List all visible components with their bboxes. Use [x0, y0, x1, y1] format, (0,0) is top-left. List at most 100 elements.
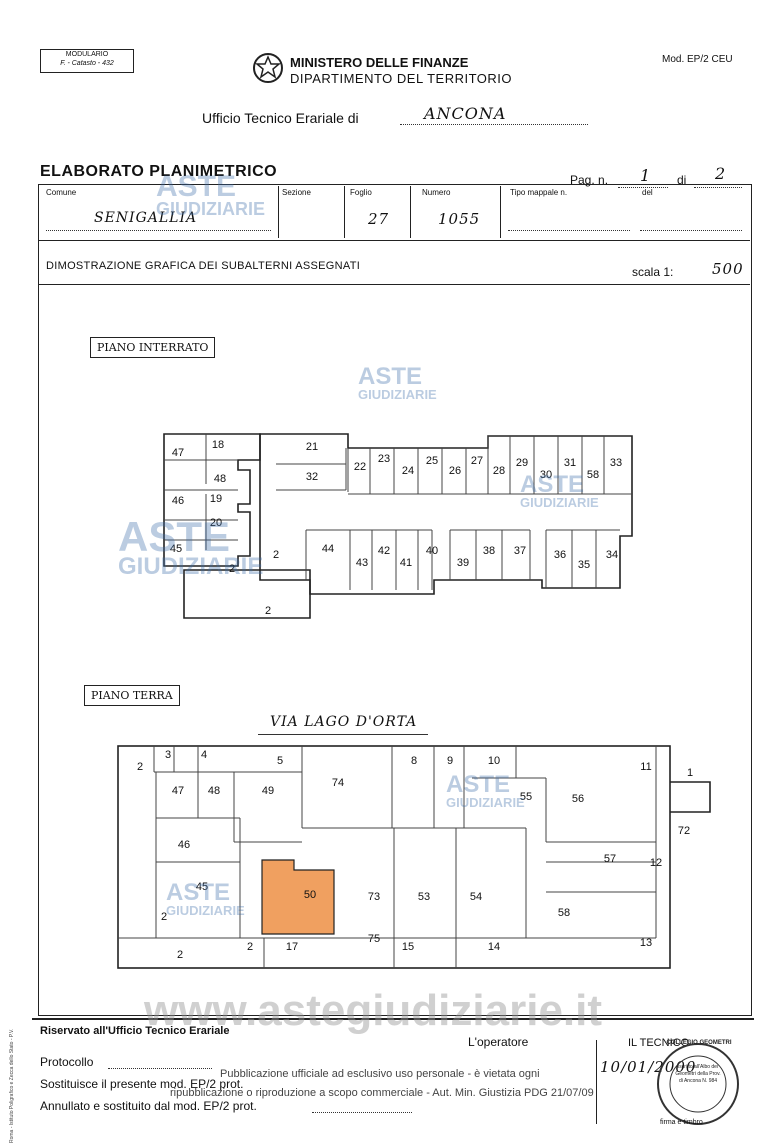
page-total: 2 [715, 164, 727, 183]
office-line [400, 124, 588, 125]
unit-label: 46 [172, 495, 184, 507]
unit-label: 4 [201, 749, 207, 761]
unit-label: 24 [402, 465, 414, 477]
reserved-label: Riservato all'Ufficio Tecnico Erariale [40, 1025, 230, 1037]
watermark-aste-text: ASTE [446, 771, 511, 798]
page-value: 1 [640, 166, 652, 185]
demo-bottom-line [38, 284, 750, 285]
watermark-giudiziarie-text: GIUDIZIARIE [118, 553, 264, 580]
numero-label: Numero [422, 188, 451, 197]
stamp-ring-text: COLLEGIO GEOMETRI [666, 1040, 732, 1046]
watermark-giudiziarie-text: GIUDIZIARIE [446, 795, 525, 810]
unit-label: 54 [470, 891, 482, 903]
unit-label: 56 [572, 793, 584, 805]
unit-label: 18 [212, 439, 224, 451]
scale-label: scala 1: [632, 265, 674, 279]
watermark-aste: ASTE GIUDIZIARIE [358, 363, 437, 404]
unit-label: 29 [516, 457, 528, 469]
del-label: del [642, 188, 653, 197]
unit-label: 44 [322, 543, 334, 555]
unit-label: 9 [447, 755, 453, 767]
unit-label: 33 [610, 457, 622, 469]
unit-label: 49 [262, 785, 274, 797]
operator-label: L'operatore [468, 1035, 529, 1049]
unit-label: 37 [514, 545, 526, 557]
sezione-label: Sezione [282, 188, 311, 197]
page-label: Pag. n. [570, 173, 609, 187]
tipo-line [508, 230, 630, 231]
main-frame [38, 184, 752, 1016]
unit-label: 47 [172, 447, 184, 459]
unit-label: 34 [606, 549, 618, 561]
plan-interrato-label-text: PIANO INTERRATO [97, 341, 209, 354]
highlighted-unit [261, 859, 335, 935]
foglio-label: Foglio [350, 188, 372, 197]
page-total-line [694, 187, 742, 188]
watermark-aste: ASTE GIUDIZIARIE [166, 881, 245, 920]
divider-2 [344, 186, 345, 238]
footer-col-divider [596, 1040, 597, 1124]
unit-label: 36 [554, 549, 566, 561]
unit-label: 28 [493, 465, 505, 477]
unit-label: 46 [178, 839, 190, 851]
unit-label: 3 [165, 749, 171, 761]
unit-label: 58 [587, 469, 599, 481]
watermark-aste-text: ASTE [520, 471, 585, 498]
fields-bottom-line [38, 240, 750, 241]
unit-label: 2 [137, 761, 143, 773]
page-line [618, 187, 668, 188]
unit-label: 27 [471, 455, 483, 467]
unit-label: 2 [229, 563, 235, 575]
plan-interrato-drawing: 47 18 21 32 48 46 19 20 45 2 2 2 44 43 4… [163, 433, 633, 619]
divider-1 [278, 186, 279, 238]
unit-label: 39 [457, 557, 469, 569]
printer-side-note: Roma - Istituto Poligrafico e Zecca dell… [9, 1028, 15, 1143]
unit-label: 31 [564, 457, 576, 469]
department-name: DIPARTIMENTO DEL TERRITORIO [290, 71, 513, 86]
unit-label: 20 [210, 517, 222, 529]
comune-value: SENIGALLIA [94, 210, 198, 226]
watermark-giudiziarie-text: GIUDIZIARIE [520, 495, 599, 510]
comune-line [46, 230, 271, 231]
watermark-aste: ASTE GIUDIZIARIE [520, 471, 599, 512]
unit-label: 11 [640, 761, 651, 773]
unit-label: 19 [210, 493, 222, 505]
tecnico-label: IL TECNICO [628, 1037, 690, 1049]
watermark-aste-text: ASTE [358, 363, 423, 390]
fields-row: Comune SENIGALLIA Sezione Foglio 27 Nume… [38, 184, 750, 240]
surveyor-stamp: COLLEGIO GEOMETRI Iscritto all'Albo dei … [652, 1040, 744, 1128]
watermark-notice-1: Pubblicazione ufficiale ad esclusivo uso… [220, 1068, 540, 1080]
plan-interrato-label: PIANO INTERRATO [90, 337, 216, 358]
unit-label: 38 [483, 545, 495, 557]
divider-3 [410, 186, 411, 238]
unit-label: 14 [488, 941, 500, 953]
watermark-giudiziarie-text: GIUDIZIARIE [156, 199, 266, 219]
tipo-label: Tipo mappale n. [510, 188, 568, 197]
unit-label: 35 [578, 559, 590, 571]
unit-label: 45 [196, 881, 208, 893]
scale-value: 500 [712, 260, 744, 278]
watermark-aste: ASTE GIUDIZIARIE [118, 516, 264, 582]
unit-label: 32 [306, 471, 318, 483]
unit-label: 43 [356, 557, 368, 569]
office-value: ANCONA [424, 104, 507, 123]
document-title: ELABORATO PLANIMETRICO [40, 163, 278, 180]
ministry-name: MINISTERO DELLE FINANZE [290, 55, 469, 70]
unit-label: 75 [368, 933, 380, 945]
unit-label: 48 [208, 785, 220, 797]
unit-label: 30 [540, 469, 552, 481]
modulario-line1: MODULARIO [65, 51, 109, 58]
demo-text: DIMOSTRAZIONE GRAFICA DEI SUBALTERNI ASS… [46, 260, 361, 272]
unit-label: 21 [306, 441, 318, 453]
plan-terra-label: PIANO TERRA [84, 685, 180, 706]
plan-terra-drawing: 2 3 4 5 74 8 9 10 11 1 47 48 49 55 56 72… [117, 745, 711, 969]
footer-top-line [32, 1018, 754, 1020]
unit-label: 2 [177, 949, 183, 961]
unit-label: 48 [214, 473, 226, 485]
numero-value: 1055 [438, 210, 481, 228]
unit-label: 45 [170, 543, 182, 555]
unit-label: 5 [277, 755, 283, 767]
sostituisce-label: Sostituisce il presente mod. EP/2 prot. [40, 1077, 244, 1091]
date-written: 10/01/2000 [600, 1058, 697, 1076]
street-name: VIA LAGO D'ORTA [270, 714, 418, 730]
